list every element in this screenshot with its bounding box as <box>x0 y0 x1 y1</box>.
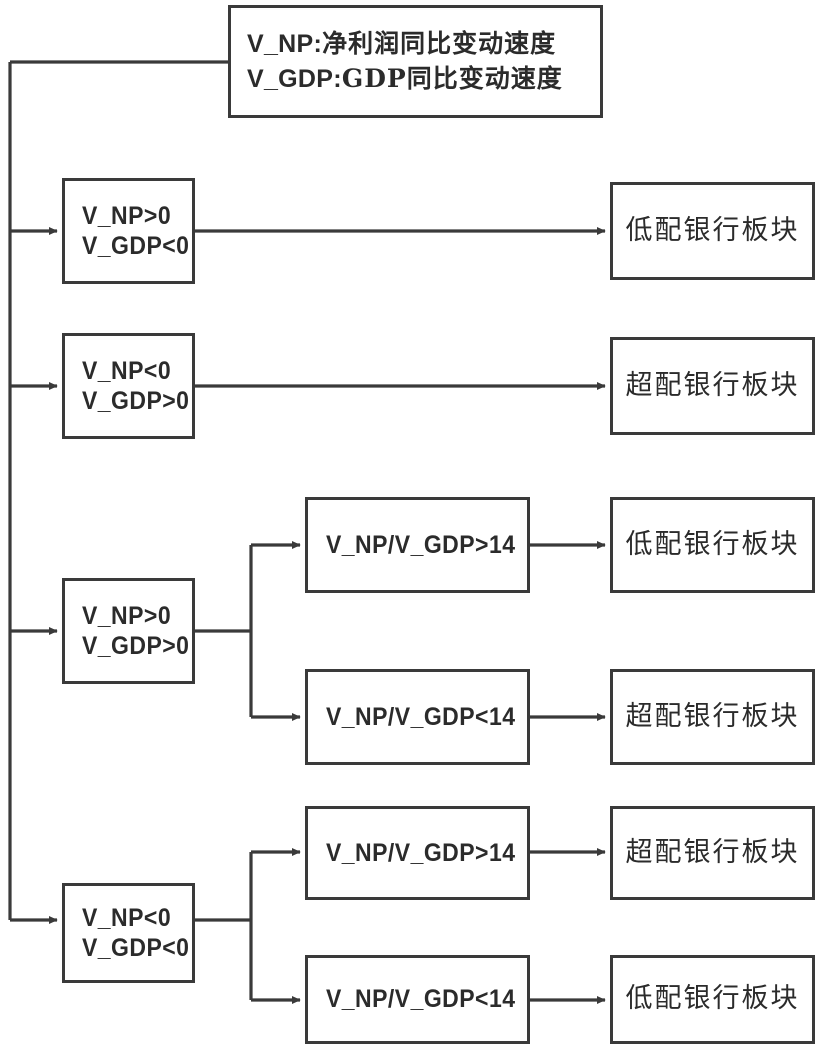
result-4b-label: 低配银行板块 <box>625 983 800 1015</box>
result-4a-label: 超配银行板块 <box>625 836 800 868</box>
condition-2-line-2: V_GDP>0 <box>82 387 190 415</box>
condition-3-line-1: V_NP>0 <box>82 601 172 630</box>
condition-1-line-2: V_GDP<0 <box>82 232 190 260</box>
result-box-2[interactable]: 超配银行板块 <box>610 337 815 435</box>
condition-box-3[interactable]: V_NP>0 V_GDP>0 <box>62 578 195 684</box>
result-1-label: 低配银行板块 <box>625 214 800 246</box>
condition-box-1[interactable]: V_NP>0 V_GDP<0 <box>62 178 195 284</box>
result-box-3a[interactable]: 低配银行板块 <box>610 497 815 593</box>
ratio-3b-label: V_NP/V_GDP<14 <box>326 702 516 731</box>
legend-box: V_NP:净利润同比变动速度 V_GDP:GDP同比变动速度 <box>228 5 603 118</box>
ratio-box-4a[interactable]: V_NP/V_GDP>14 <box>305 806 530 900</box>
condition-box-4[interactable]: V_NP<0 V_GDP<0 <box>62 883 195 983</box>
ratio-4b-label: V_NP/V_GDP<14 <box>326 985 516 1014</box>
result-3b-label: 超配银行板块 <box>625 700 800 732</box>
result-box-3b[interactable]: 超配银行板块 <box>610 669 815 765</box>
legend-line-vgdp: V_GDP:GDP同比变动速度 <box>247 62 563 97</box>
condition-4-line-1: V_NP<0 <box>82 903 172 932</box>
ratio-4a-label: V_NP/V_GDP>14 <box>326 838 516 867</box>
legend-line-vnp: V_NP:净利润同比变动速度 <box>247 27 556 62</box>
legend-value-vgdp: GDP同比变动速度 <box>341 63 563 93</box>
legend-key-vgdp: V_GDP: <box>247 64 342 93</box>
condition-box-2[interactable]: V_NP<0 V_GDP>0 <box>62 333 195 439</box>
result-2-label: 超配银行板块 <box>625 369 800 401</box>
ratio-box-3b[interactable]: V_NP/V_GDP<14 <box>305 669 530 765</box>
result-box-4a[interactable]: 超配银行板块 <box>610 806 815 900</box>
result-box-4b[interactable]: 低配银行板块 <box>610 955 815 1044</box>
result-box-1[interactable]: 低配银行板块 <box>610 182 815 280</box>
legend-value-vnp: 净利润同比变动速度 <box>322 29 557 58</box>
condition-1-line-1: V_NP>0 <box>82 201 172 230</box>
ratio-3a-label: V_NP/V_GDP>14 <box>326 530 516 559</box>
condition-4-line-2: V_GDP<0 <box>82 934 190 962</box>
condition-3-line-2: V_GDP>0 <box>82 632 190 660</box>
ratio-box-4b[interactable]: V_NP/V_GDP<14 <box>305 955 530 1044</box>
result-3a-label: 低配银行板块 <box>625 528 800 560</box>
legend-key-vnp: V_NP: <box>247 30 323 58</box>
condition-2-line-1: V_NP<0 <box>82 356 172 385</box>
ratio-box-3a[interactable]: V_NP/V_GDP>14 <box>305 497 530 593</box>
